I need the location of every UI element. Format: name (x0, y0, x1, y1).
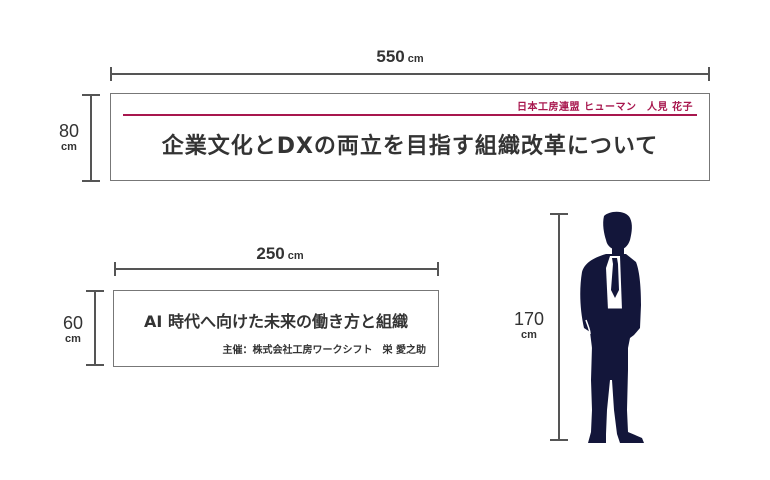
large-banner-accent-rule (123, 114, 697, 116)
small-height-line (94, 290, 96, 366)
large-height-tick-bottom (82, 180, 100, 182)
small-height-unit: cm (65, 333, 81, 345)
large-banner-height-label: 80 cm (52, 122, 86, 153)
small-banner: AI 時代へ向けた未来の働き方と組織 主催：株式会社工房ワークシフト 栄 愛之助 (113, 290, 439, 367)
large-width-value: 550 (376, 47, 405, 66)
person-height-tick-bottom (550, 439, 568, 441)
large-width-unit: cm (407, 53, 424, 65)
person-height-label: 170 cm (508, 310, 550, 341)
small-banner-title: AI 時代へ向けた未来の働き方と組織 (144, 312, 408, 331)
large-width-line (110, 73, 710, 75)
small-width-value: 250 (256, 244, 285, 263)
small-height-value: 60 (62, 313, 84, 333)
small-banner-organizer: 主催：株式会社工房ワークシフト 栄 愛之助 (222, 345, 426, 356)
small-width-unit: cm (287, 250, 304, 262)
large-height-line (90, 94, 92, 182)
small-width-line (114, 268, 439, 270)
large-banner-title: 企業文化とDXの両立を目指す組織改革について (161, 134, 659, 159)
large-width-tick-right (708, 67, 710, 81)
large-banner: 日本工房連盟 ヒューマン 人見 花子 企業文化とDXの両立を目指す組織改革につい… (110, 93, 710, 181)
small-banner-height-label: 60 cm (56, 314, 90, 345)
person-height-value: 170 (513, 309, 545, 329)
large-height-value: 80 (58, 121, 80, 141)
person-height-line (558, 213, 560, 441)
person-height-unit: cm (521, 329, 537, 341)
large-banner-presenter: 日本工房連盟 ヒューマン 人見 花子 (517, 102, 693, 113)
small-height-tick-bottom (86, 364, 104, 366)
small-width-tick-right (437, 262, 439, 276)
large-height-unit: cm (61, 141, 77, 153)
person-silhouette-icon (580, 211, 644, 443)
